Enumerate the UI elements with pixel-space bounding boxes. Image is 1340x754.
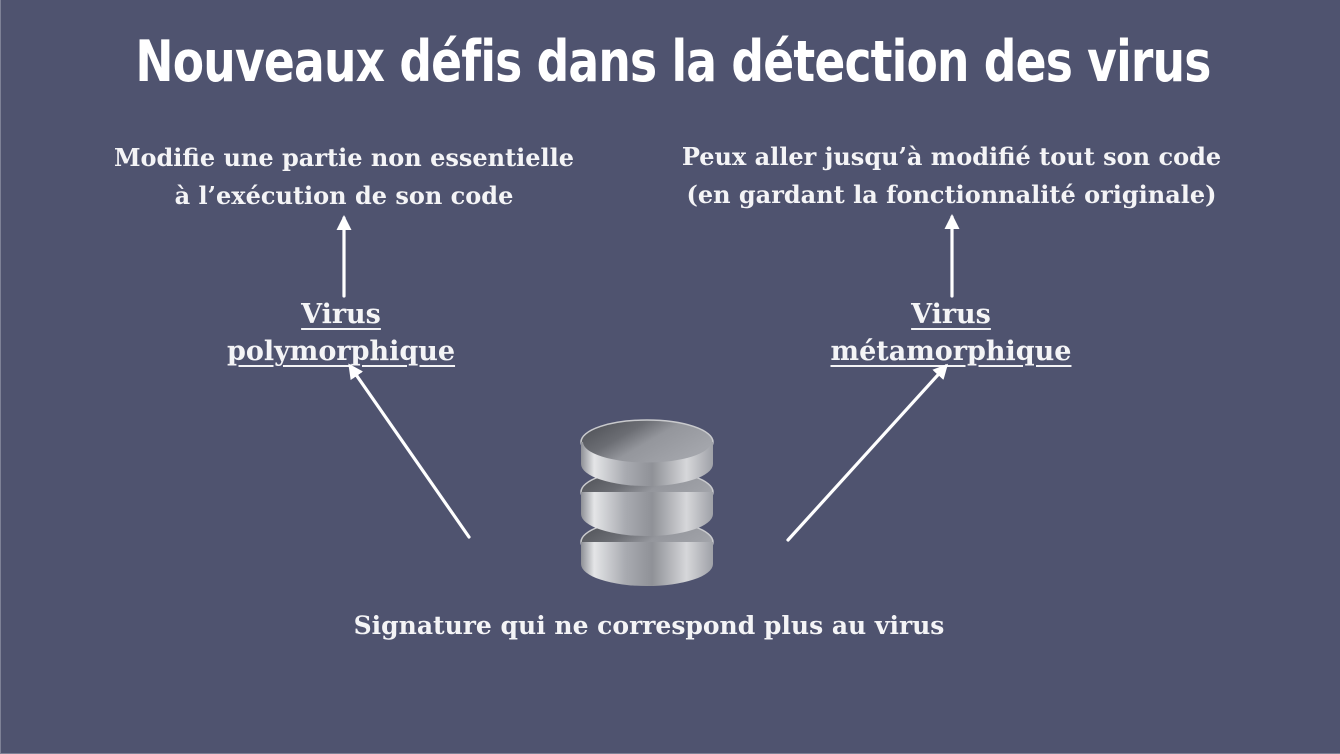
- metamorphic-virus-label-line1: Virus: [911, 299, 991, 330]
- arrow-db-to-polymorphic: [348, 363, 471, 539]
- metamorphic-note: Peux aller jusqu’à modifié tout son code…: [681, 142, 1222, 209]
- page-title: Nouveaux défis dans la détection des vir…: [1, 29, 1340, 96]
- polymorphic-note: Modifie une partie non essentielle à l’e…: [113, 143, 575, 210]
- page-title-text: Nouveaux défis dans la détection des vir…: [135, 29, 1211, 95]
- polymorphic-virus-label: Virus polymorphique: [226, 299, 456, 367]
- signature-caption: Signature qui ne correspond plus au viru…: [353, 611, 945, 640]
- database-cylinder-icon: [580, 419, 714, 586]
- metamorphic-virus-label-line2: métamorphique: [830, 336, 1072, 367]
- db-disk-top: [580, 419, 714, 486]
- metamorphic-virus-label: Virus métamorphique: [801, 296, 1101, 370]
- arrow-db-to-metamorphic: [786, 363, 949, 542]
